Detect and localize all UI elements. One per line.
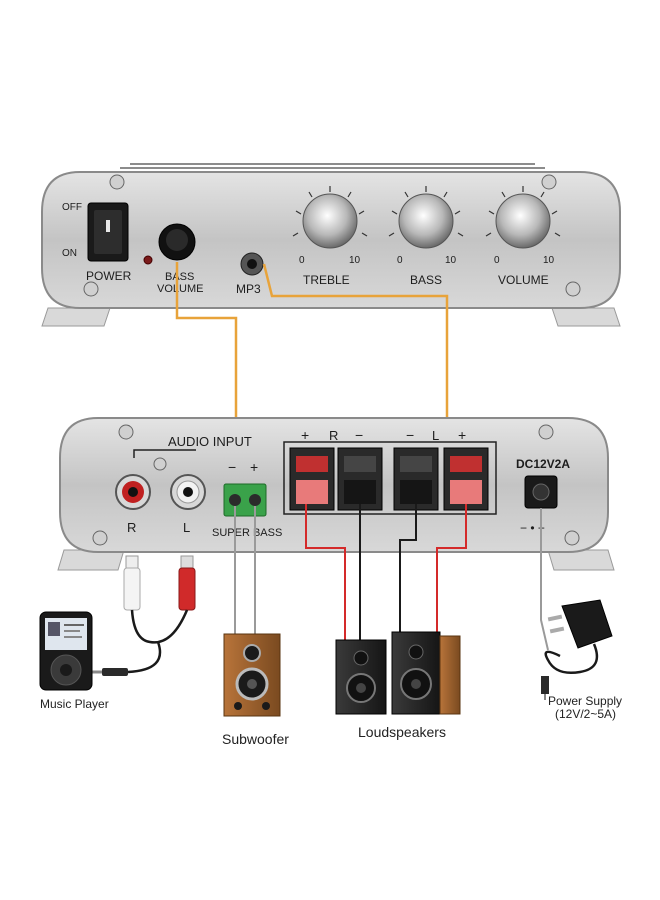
treble-dial	[292, 186, 368, 237]
guide-line-bass-volume	[175, 262, 238, 420]
power-supply-label-line1: Power Supply	[548, 694, 622, 708]
rca-jack-right-hole	[128, 487, 138, 497]
sub-minus-label: −	[228, 459, 236, 475]
bass-volume-label-line1: BASS	[165, 271, 194, 283]
volume-max: 10	[543, 255, 555, 266]
volume-dial	[485, 186, 561, 237]
speaker-terminal-l-plus[interactable]	[443, 447, 489, 511]
speaker-plus-r-label: +	[301, 427, 309, 443]
speaker-r-label: R	[329, 428, 338, 443]
screw	[153, 457, 167, 471]
rca-cable	[92, 555, 196, 676]
volume-label: VOLUME	[498, 273, 549, 287]
loudspeakers-label: Loudspeakers	[358, 724, 446, 740]
bass-max: 10	[445, 255, 457, 266]
screw	[564, 530, 580, 546]
dc-rating-label: DC12V2A	[516, 457, 570, 471]
treble-label: TREBLE	[303, 273, 350, 287]
mp3-jack-hole	[247, 259, 257, 269]
front-foot-left	[41, 307, 111, 327]
treble-knob[interactable]	[302, 193, 358, 249]
power-label: POWER	[86, 269, 132, 283]
sub-plus-label: +	[250, 459, 258, 475]
speaker-plus-l-label: +	[458, 427, 466, 443]
front-foot-right	[551, 307, 621, 327]
speaker-wire-l-minus	[399, 504, 417, 636]
bass-volume-knob-cap	[166, 229, 188, 251]
speaker-terminal-r-plus[interactable]	[289, 447, 335, 511]
speaker-minus-l-label: −	[406, 427, 414, 443]
power-switch-mark	[106, 220, 110, 232]
audio-input-label: AUDIO INPUT	[168, 434, 252, 449]
loudspeaker-right-icon	[391, 631, 461, 715]
dc-polarity-label: − • +	[520, 521, 545, 535]
rca-jack-left-hole	[183, 487, 193, 497]
rca-right-label: R	[127, 520, 136, 535]
treble-min: 0	[299, 255, 305, 266]
bass-knob[interactable]	[398, 193, 454, 249]
speaker-l-label: L	[432, 428, 439, 443]
speaker-terminal-frame	[283, 441, 497, 515]
front-panel-fins	[120, 163, 545, 169]
rear-panel: AUDIO INPUT R L − + SUPER BASS + R − − L…	[57, 417, 615, 571]
subwoofer-label: Subwoofer	[222, 731, 289, 747]
speaker-terminal-r-minus[interactable]	[337, 447, 383, 511]
rca-plug-red	[180, 555, 194, 569]
volume-knob[interactable]	[495, 193, 551, 249]
guide-line-mp3	[262, 263, 449, 420]
screw	[565, 281, 581, 297]
bass-min: 0	[397, 255, 403, 266]
power-supply-cable	[540, 508, 549, 651]
super-bass-label: SUPER BASS	[212, 527, 282, 539]
power-led	[143, 255, 153, 265]
music-player-label: Music Player	[40, 697, 109, 711]
treble-max: 10	[349, 255, 361, 266]
sub-terminal-screw-minus	[229, 494, 241, 506]
power-supply-label-line2: (12V/2~5A)	[555, 707, 616, 721]
music-player-icon	[39, 611, 93, 691]
speaker-minus-r-label: −	[355, 427, 363, 443]
rear-foot-right	[547, 549, 615, 571]
screw	[541, 174, 557, 190]
screw	[538, 424, 554, 440]
bass-volume-label-line2: VOLUME	[157, 283, 203, 295]
screw	[92, 530, 108, 546]
bass-dial	[388, 186, 464, 237]
switch-on-label: ON	[62, 248, 77, 259]
rca-plug-white	[125, 555, 139, 569]
speaker-wire-l-plus	[436, 504, 467, 636]
screw	[118, 424, 134, 440]
rca-cable-wire	[127, 609, 189, 674]
volume-min: 0	[494, 255, 500, 266]
sub-terminal-screw-plus	[249, 494, 261, 506]
dc-power-jack-hole	[532, 483, 550, 501]
mp3-label: MP3	[236, 282, 261, 296]
rca-left-label: L	[183, 520, 190, 535]
loudspeaker-left-icon	[335, 639, 387, 715]
power-supply-icon	[541, 599, 613, 700]
wiring	[234, 504, 549, 651]
screw	[109, 174, 125, 190]
bass-label: BASS	[410, 273, 442, 287]
audio-input-bracket	[133, 449, 196, 458]
speaker-wire-r-plus	[305, 504, 346, 640]
switch-off-label: OFF	[62, 202, 82, 213]
front-panel: OFF ON POWER BASS VOLUME MP3 0 10 TREBLE	[41, 163, 621, 327]
speaker-terminal-l-minus[interactable]	[393, 447, 439, 511]
subwoofer-icon	[223, 633, 281, 717]
mini-jack-plug	[102, 668, 128, 676]
screw	[83, 281, 99, 297]
